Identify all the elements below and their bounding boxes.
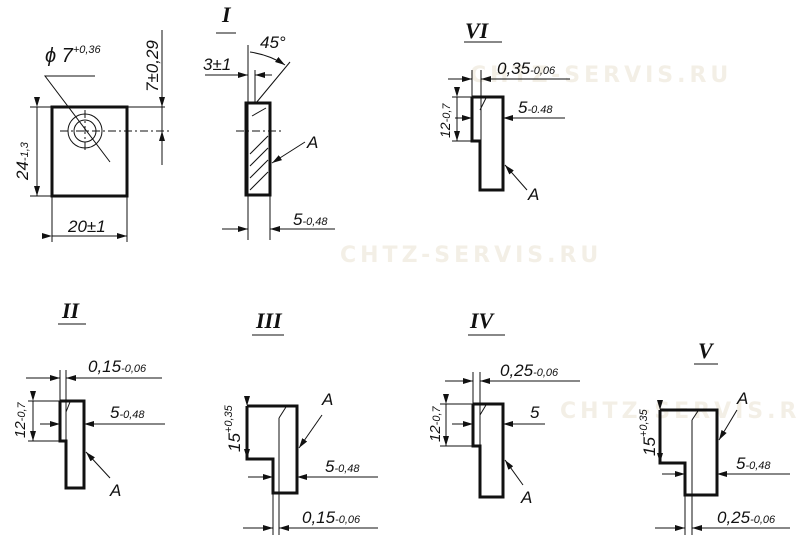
step-label: 0,15-0,06 (88, 357, 147, 376)
view-IV: IV 0,25-0,06 5 12-0,7 A (427, 308, 580, 507)
view-VI: VI 0,35-0,06 5-0.48 12-0,7 A (437, 18, 570, 204)
height-label: 12-0,7 (12, 401, 29, 438)
thickness-label: 5-0.48 (518, 98, 553, 117)
watermarks: CHTZ-SERVIS.RU CHTZ-SERVIS.RU CHTZ-SERVI… (340, 63, 800, 424)
hole-offset-label: 7±0,29 (143, 40, 162, 92)
surface-label: A (321, 390, 333, 409)
blank-plate-view: ϕ 7+0,36 24-1,3 20±1 7±0,29 (13, 30, 170, 242)
view-I: I 3±1 45° A 5-0,48 (203, 2, 335, 240)
thickness-label: 5-0,48 (110, 403, 145, 422)
view-title: II (61, 298, 81, 323)
hole-diameter-label: ϕ 7+0,36 (45, 44, 102, 67)
surface-label: A (520, 488, 532, 507)
step-label: 0,15-0,06 (302, 508, 361, 527)
view-III: III 15+0,35 A 5-0,48 0,15-0,06 (223, 308, 378, 535)
thickness-label: 5 (530, 403, 540, 422)
surface-label: A (527, 185, 539, 204)
height-label: 12-0,7 (427, 405, 444, 442)
height-label: 15+0,35 (223, 404, 244, 452)
thickness-label: 5-0,48 (736, 454, 771, 473)
watermark: CHTZ-SERVIS.RU (470, 63, 732, 88)
view-II: II 0,15-0,06 5-0,48 12-0,7 A (12, 298, 165, 500)
view-title: IV (469, 308, 496, 333)
view-V: V 15+0,35 A 5-0,48 0,25-0,06 (638, 338, 790, 535)
height-label: 15+0,35 (638, 408, 659, 456)
blank-width-label: 20±1 (67, 217, 106, 236)
gap-label: 3±1 (203, 55, 231, 74)
surface-label: A (736, 389, 748, 408)
thickness-label: 5-0,48 (325, 457, 360, 476)
step-label: 0,35-0,06 (497, 59, 556, 78)
surface-label: A (306, 133, 318, 152)
thickness-label: 5-0,48 (293, 210, 328, 229)
step-label: 0,25-0,06 (717, 508, 776, 527)
step-label: 0,25-0,06 (500, 361, 559, 380)
view-title: I (221, 2, 232, 27)
height-label: 12-0,7 (437, 103, 453, 138)
view-title: V (698, 338, 715, 363)
blank-height-label: 24-1,3 (13, 141, 32, 181)
view-title: VI (465, 18, 490, 43)
surface-label: A (109, 481, 121, 500)
angle-label: 45° (260, 33, 286, 52)
watermark: CHTZ-SERVIS.RU (340, 243, 602, 268)
view-title: III (255, 308, 283, 333)
